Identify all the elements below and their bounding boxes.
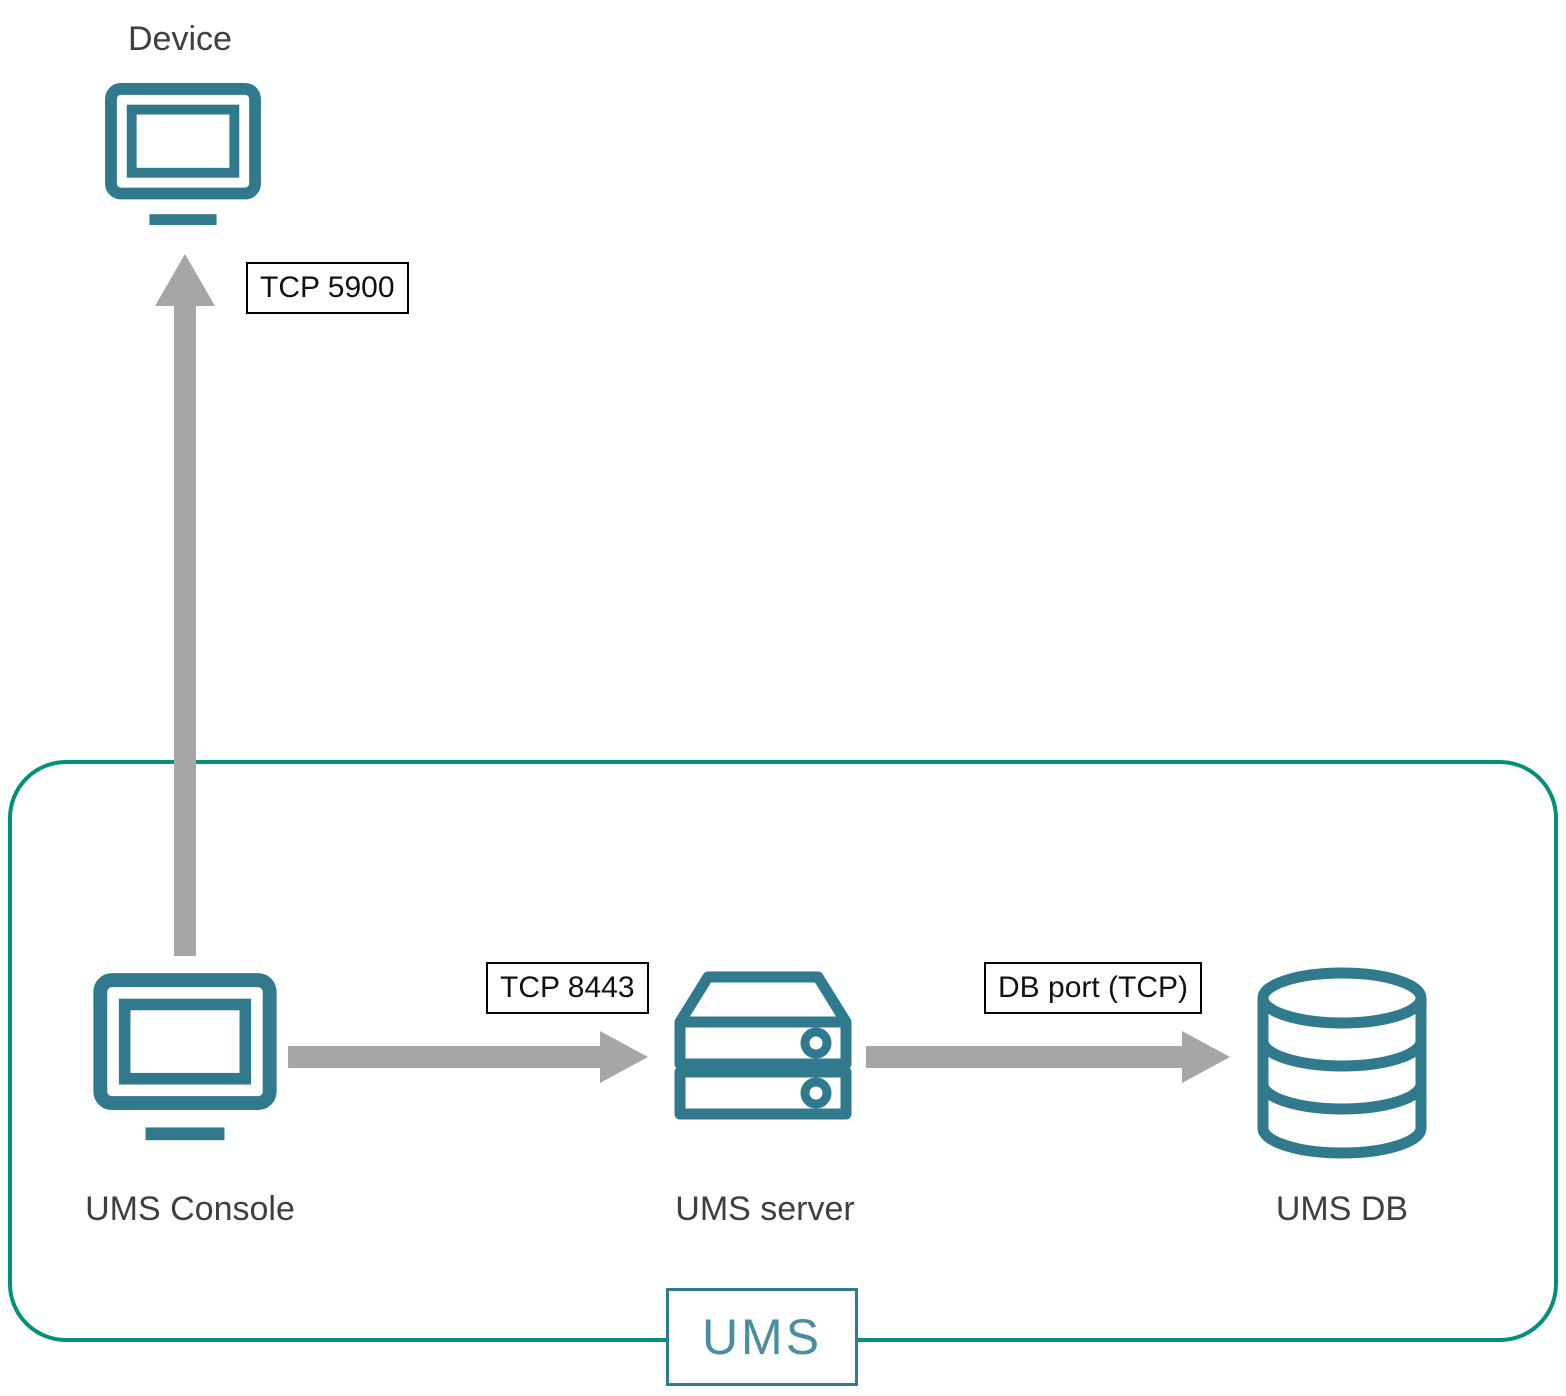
- edge-label-tcp-5900: TCP 5900: [246, 262, 409, 314]
- ums-console-monitor-icon: [93, 973, 277, 1141]
- ums-db-label: UMS DB: [1275, 1190, 1409, 1228]
- arrow-console-to-server: [288, 1031, 648, 1083]
- ums-server-label: UMS server: [675, 1190, 855, 1228]
- ums-db-database-icon: [1257, 967, 1427, 1159]
- ums-server-icon: [674, 971, 852, 1120]
- ums-group-label: UMS: [701, 1309, 823, 1365]
- arrow-console-to-device: [155, 254, 215, 956]
- edge-label-tcp-8443: TCP 8443: [486, 962, 649, 1014]
- ums-console-label: UMS Console: [85, 1190, 295, 1228]
- device-monitor-icon: [105, 82, 261, 226]
- edge-label-db-port: DB port (TCP): [984, 962, 1203, 1014]
- arrow-server-to-db: [866, 1031, 1230, 1083]
- ums-group-label-box: UMS: [666, 1288, 858, 1386]
- device-label: Device: [128, 20, 232, 58]
